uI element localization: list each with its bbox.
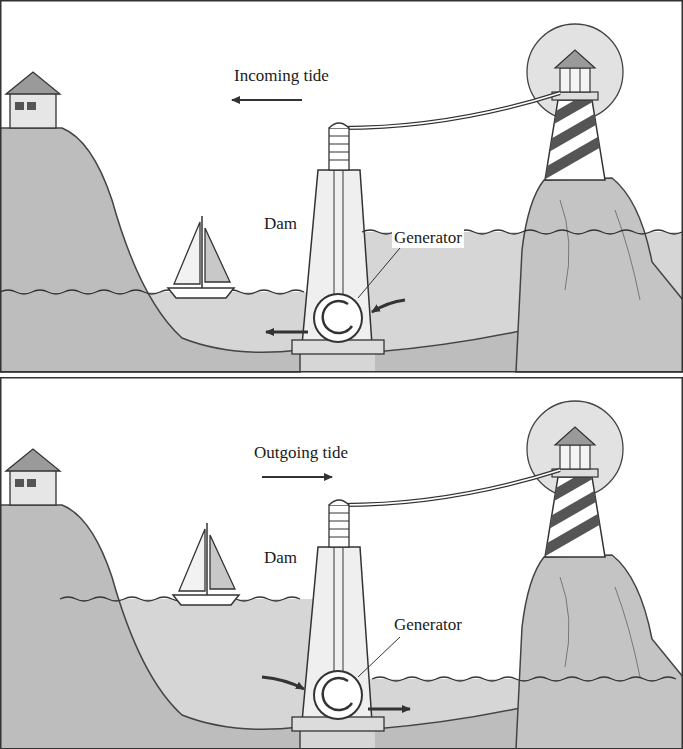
tide-direction-label: Outgoing tide <box>252 443 350 463</box>
part-label: Generator <box>392 228 464 248</box>
part-label: Dam <box>262 214 299 234</box>
part-label: Generator <box>392 615 464 635</box>
tide-direction-label: Incoming tide <box>232 66 331 86</box>
part-label: Dam <box>262 548 299 568</box>
